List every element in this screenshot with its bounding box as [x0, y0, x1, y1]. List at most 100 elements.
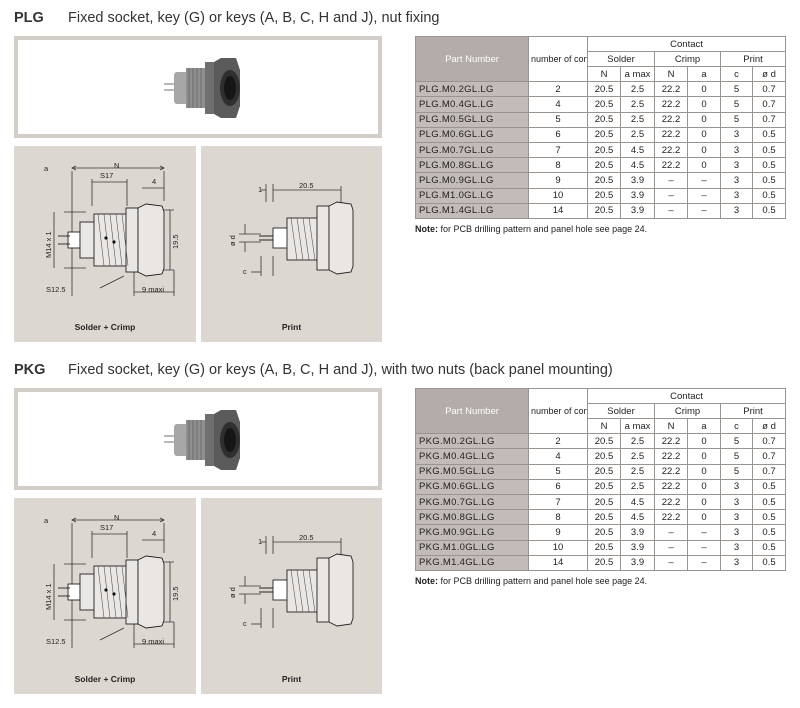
solder-a-max-cell: 3.9: [620, 172, 655, 189]
print-c-cell: 3: [720, 493, 753, 511]
note-label: Note:: [415, 224, 438, 234]
crimp-a-cell: 0: [687, 433, 721, 450]
header-number-of-contacts: number of contacts: [528, 35, 588, 83]
crimp-a-cell: 0: [687, 509, 721, 526]
header-solder-a-max: a max: [620, 66, 655, 83]
crimp-a-cell: 0: [687, 463, 721, 480]
solder-n-cell: 20.5: [587, 157, 621, 174]
contacts-cell: 14: [528, 554, 588, 571]
print-c-cell: 3: [720, 172, 753, 189]
crimp-n-cell: –: [654, 524, 688, 541]
crimp-n-cell: –: [654, 539, 688, 556]
print-od-cell: 0.5: [751, 187, 787, 204]
header-print-c: c: [720, 66, 753, 83]
panel-caption-print: Print: [281, 322, 302, 332]
print-drawing: 1 20.5 ø d c Print: [201, 498, 382, 694]
solder-n-cell: 20.5: [587, 448, 621, 465]
print-c-cell: 5: [720, 96, 753, 113]
crimp-a-cell: 0: [687, 493, 721, 511]
print-od-cell: 0.7: [751, 111, 787, 128]
header-contact: Contact: [586, 35, 787, 53]
panel-caption-print: Print: [281, 674, 302, 684]
dim-19-5: 19.5: [171, 586, 180, 601]
part-number-cell: PKG.M0.5GL.LG: [415, 463, 529, 480]
contacts-cell: 14: [528, 202, 588, 219]
dim-c: c: [243, 267, 247, 276]
contacts-cell: 2: [528, 433, 588, 450]
part-number-cell: PLG.M1.0GL.LG: [415, 187, 529, 204]
header-solder-a-max: a max: [620, 418, 655, 435]
print-c-cell: 3: [720, 554, 753, 571]
print-c-cell: 3: [720, 187, 753, 204]
part-number-cell: PKG.M0.9GL.LG: [415, 524, 529, 541]
solder-n-cell: 20.5: [587, 172, 621, 189]
spec-table: Part Number number of contacts Contact S…: [415, 35, 787, 219]
crimp-n-cell: 22.2: [654, 96, 688, 113]
crimp-a-cell: –: [687, 524, 721, 541]
section-code: PLG: [14, 10, 44, 26]
solder-n-cell: 20.5: [587, 539, 621, 556]
header-crimp: Crimp: [654, 403, 721, 420]
header-part-number: Part Number: [415, 387, 529, 435]
part-number-cell: PLG.M0.7GL.LG: [415, 141, 529, 159]
print-od-cell: 0.5: [751, 202, 787, 219]
table-note: Note: for PCB drilling pattern and panel…: [415, 576, 647, 586]
dim-m14: M14 x 1: [44, 583, 53, 610]
contacts-cell: 10: [528, 187, 588, 204]
solder-n-cell: 20.5: [587, 509, 621, 526]
header-crimp-n: N: [654, 418, 688, 435]
crimp-a-cell: –: [687, 554, 721, 571]
header-print-c: c: [720, 418, 753, 435]
solder-n-cell: 20.5: [587, 478, 621, 495]
solder-a-max-cell: 4.5: [620, 493, 655, 511]
print-od-cell: 0.5: [751, 554, 787, 571]
section-code: PKG: [14, 362, 46, 378]
crimp-n-cell: –: [654, 187, 688, 204]
print-od-cell: 0.5: [751, 493, 787, 511]
header-print-od: ø d: [751, 66, 787, 83]
crimp-n-cell: –: [654, 172, 688, 189]
dim-20-5: 20.5: [299, 533, 314, 542]
print-c-cell: 5: [720, 433, 753, 450]
dim-9-maxi: 9 maxi: [142, 285, 165, 294]
dim-1: 1: [258, 185, 263, 194]
solder-n-cell: 20.5: [587, 81, 621, 98]
header-crimp-a: a: [687, 418, 721, 435]
print-od-cell: 0.7: [751, 81, 787, 98]
part-number-cell: PLG.M0.6GL.LG: [415, 126, 529, 143]
crimp-n-cell: 22.2: [654, 463, 688, 480]
contacts-cell: 8: [528, 157, 588, 174]
solder-a-max-cell: 2.5: [620, 111, 655, 128]
print-diagram: [239, 184, 354, 276]
solder-crimp-diagram: [53, 165, 175, 296]
print-c-cell: 3: [720, 539, 753, 556]
crimp-a-cell: 0: [687, 448, 721, 465]
contacts-cell: 4: [528, 448, 588, 465]
header-print-od: ø d: [751, 418, 787, 435]
solder-a-max-cell: 2.5: [620, 96, 655, 113]
print-od-cell: 0.5: [751, 141, 787, 159]
dim-19-5: 19.5: [171, 234, 180, 249]
solder-a-max-cell: 3.9: [620, 524, 655, 541]
print-od-cell: 0.5: [751, 509, 787, 526]
header-part-number: Part Number: [415, 35, 529, 83]
solder-n-cell: 20.5: [587, 493, 621, 511]
solder-n-cell: 20.5: [587, 433, 621, 450]
connector-photo-image: [164, 58, 240, 118]
part-number-cell: PLG.M0.9GL.LG: [415, 172, 529, 189]
print-od-cell: 0.7: [751, 96, 787, 113]
solder-a-max-cell: 4.5: [620, 157, 655, 174]
print-diagram: [239, 536, 354, 628]
